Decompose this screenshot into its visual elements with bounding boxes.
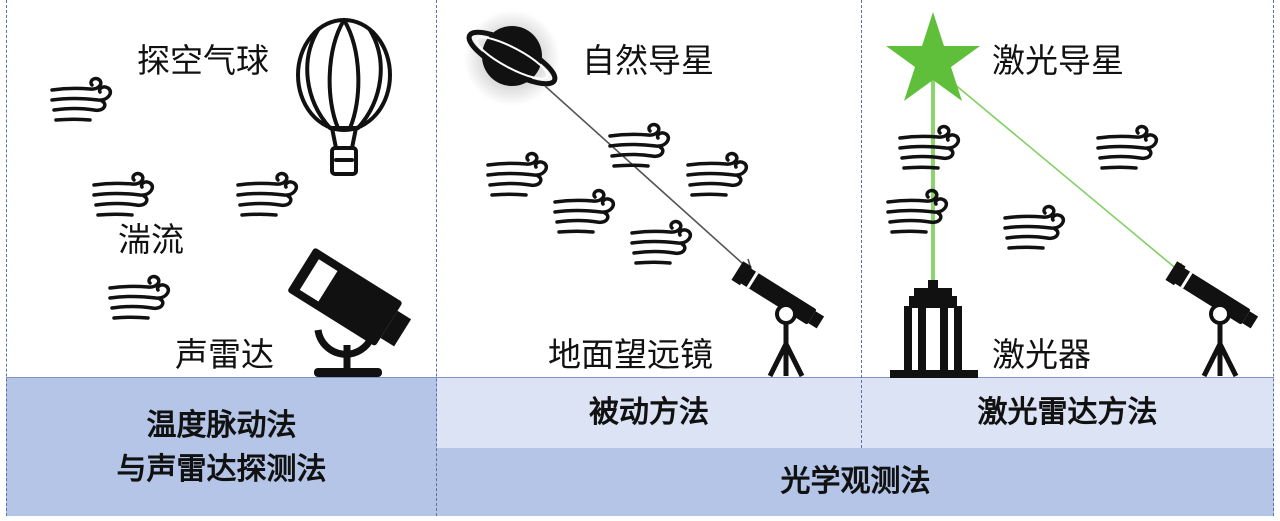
- wind-icon: [886, 124, 1159, 250]
- divider-left: [6, 0, 7, 516]
- band-lidar-method: [861, 378, 1274, 448]
- band-left-method: [6, 378, 437, 516]
- left-method-label: 温度脉动法 与声雷达探测法: [6, 404, 437, 491]
- divider-right: [1273, 0, 1274, 516]
- laser-guide-path: [934, 67, 1186, 277]
- lidar-method-label: 激光雷达方法: [977, 395, 1158, 430]
- laser-tower-icon: [890, 280, 978, 378]
- divider-2: [861, 0, 862, 448]
- natural-star-label: 自然导星: [582, 41, 714, 80]
- planet-icon: [464, 10, 560, 106]
- band-optical-method: [437, 448, 1274, 516]
- optical-method-label: 光学观测法: [780, 464, 931, 499]
- balloon-icon: [296, 18, 392, 176]
- laser-label: 激光器: [992, 335, 1091, 374]
- ground-telescope-label: 地面望远镜: [548, 335, 713, 374]
- laser-star-label: 激光导星: [992, 41, 1124, 80]
- left-method-line2: 与声雷达探测法: [116, 451, 327, 487]
- starlight-path: [544, 85, 753, 273]
- left-method-line1: 温度脉动法: [146, 408, 297, 443]
- sodar-label: 声雷达: [175, 335, 274, 374]
- passive-method-label: 被动方法: [589, 395, 709, 430]
- turbulence-label: 湍流: [118, 220, 184, 259]
- wind-icon: [50, 76, 299, 320]
- sodar-icon: [288, 248, 412, 377]
- band-passive-method: [437, 378, 861, 448]
- divider-1: [436, 0, 437, 516]
- ground-line: [6, 377, 1274, 378]
- star-icon: [886, 12, 980, 101]
- wind-icon: [486, 122, 749, 265]
- telescope-icon: [731, 261, 826, 376]
- balloon-label: 探空气球: [137, 41, 269, 80]
- telescope-icon: [1165, 261, 1260, 376]
